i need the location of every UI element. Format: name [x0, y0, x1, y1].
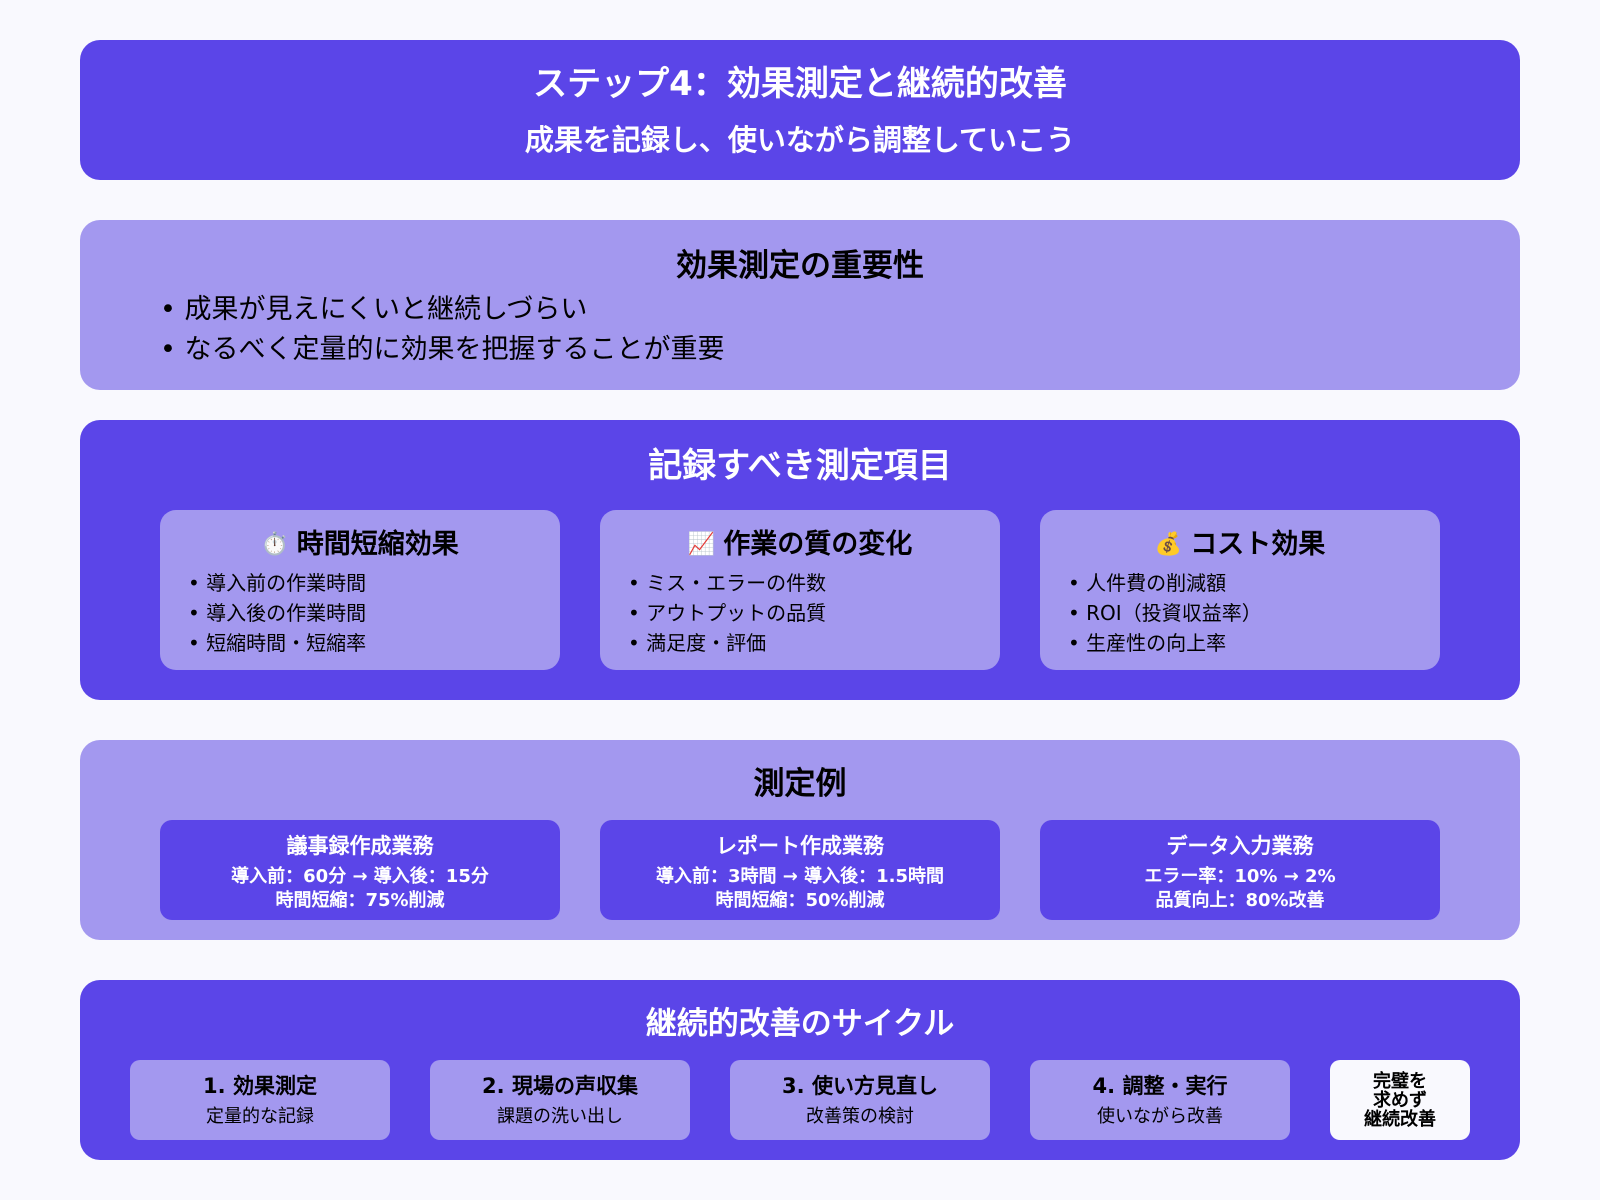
cycle-step-4: 4. 調整・実行 使いながら改善 — [1030, 1060, 1290, 1140]
example-card-minutes: 議事録作成業務 導入前：60分 → 導入後：15分 時間短縮：75%削減 — [160, 820, 560, 920]
example-before-after: 導入前：60分 → 導入後：15分 — [231, 866, 489, 887]
list-item: • 人件費の削減額 — [1068, 571, 1227, 595]
example-title: 議事録作成業務 — [286, 834, 434, 858]
list-item: • 満足度・評価 — [628, 631, 767, 655]
page-title: ステップ4：効果測定と継続的改善 — [533, 64, 1067, 104]
continuous-improvement-badge: 完璧を 求めず 継続改善 — [1330, 1060, 1470, 1140]
list-item: • 短縮時間・短縮率 — [188, 631, 367, 655]
example-title: データ入力業務 — [1166, 834, 1314, 858]
example-result: 時間短縮：50%削減 — [715, 890, 885, 911]
examples-heading: 測定例 — [753, 766, 847, 802]
metrics-heading: 記録すべき測定項目 — [648, 446, 952, 486]
cycle-step-title: 1. 効果測定 — [203, 1074, 317, 1098]
list-item: • アウトプットの品質 — [628, 601, 827, 625]
cycle-step-subtitle: 課題の洗い出し — [497, 1106, 623, 1127]
metric-card-quality: 📈作業の質の変化 • ミス・エラーの件数 • アウトプットの品質 • 満足度・評… — [600, 510, 1000, 670]
examples-section: 測定例 議事録作成業務 導入前：60分 → 導入後：15分 時間短縮：75%削減… — [80, 740, 1520, 940]
example-card-data-entry: データ入力業務 エラー率：10% → 2% 品質向上：80%改善 — [1040, 820, 1440, 920]
cycle-heading: 継続的改善のサイクル — [645, 1006, 955, 1042]
metrics-section: 記録すべき測定項目 ⏱️時間短縮効果 • 導入前の作業時間 • 導入後の作業時間… — [80, 420, 1520, 700]
cycle-step-2: 2. 現場の声収集 課題の洗い出し — [430, 1060, 690, 1140]
stopwatch-icon: ⏱️ — [261, 532, 289, 557]
list-item: • ミス・エラーの件数 — [628, 571, 827, 595]
example-result: 時間短縮：75%削減 — [275, 890, 445, 911]
example-title: レポート作成業務 — [716, 834, 884, 858]
page-subtitle: 成果を記録し、使いながら調整していこう — [524, 123, 1076, 157]
example-before-after: 導入前：3時間 → 導入後：1.5時間 — [655, 866, 945, 887]
importance-list: • 成果が見えにくいと継続しづらい • なるべく定量的に効果を把握することが重要 — [160, 290, 725, 370]
metric-card-cost: 💰コスト効果 • 人件費の削減額 • ROI（投資収益率） • 生産性の向上率 — [1040, 510, 1440, 670]
chart-increasing-icon: 📈 — [687, 532, 716, 557]
metric-card-list: • 人件費の削減額 • ROI（投資収益率） • 生産性の向上率 — [1068, 568, 1262, 658]
cycle-step-1: 1. 効果測定 定量的な記録 — [130, 1060, 390, 1140]
metric-card-title: 💰コスト効果 — [1154, 529, 1326, 560]
cycle-step-subtitle: 改善策の検討 — [806, 1106, 914, 1127]
metric-card-time: ⏱️時間短縮効果 • 導入前の作業時間 • 導入後の作業時間 • 短縮時間・短縮… — [160, 510, 560, 670]
example-before-after: エラー率：10% → 2% — [1144, 866, 1336, 887]
list-item: • 導入後の作業時間 — [188, 601, 367, 625]
importance-section: 効果測定の重要性 • 成果が見えにくいと継続しづらい • なるべく定量的に効果を… — [80, 220, 1520, 390]
cycle-step-subtitle: 定量的な記録 — [206, 1106, 314, 1127]
cycle-step-3: 3. 使い方見直し 改善策の検討 — [730, 1060, 990, 1140]
cycle-section: 継続的改善のサイクル 1. 効果測定 定量的な記録 2. 現場の声収集 課題の洗… — [80, 980, 1520, 1160]
cycle-step-subtitle: 使いながら改善 — [1097, 1106, 1223, 1127]
metric-card-list: • ミス・エラーの件数 • アウトプットの品質 • 満足度・評価 — [628, 568, 826, 658]
header-banner: ステップ4：効果測定と継続的改善 成果を記録し、使いながら調整していこう — [80, 40, 1520, 180]
example-card-report: レポート作成業務 導入前：3時間 → 導入後：1.5時間 時間短縮：50%削減 — [600, 820, 1000, 920]
cycle-step-title: 4. 調整・実行 — [1092, 1074, 1228, 1098]
list-item: • ROI（投資収益率） — [1068, 601, 1262, 625]
money-bag-icon: 💰 — [1154, 532, 1183, 557]
metric-card-title: ⏱️時間短縮効果 — [261, 529, 459, 560]
list-item: • 生産性の向上率 — [1068, 631, 1227, 655]
example-result: 品質向上：80%改善 — [1155, 890, 1325, 911]
list-item: • 導入前の作業時間 — [188, 571, 367, 595]
cycle-step-title: 3. 使い方見直し — [782, 1074, 938, 1098]
importance-bullet: • 成果が見えにくいと継続しづらい — [160, 294, 588, 325]
cycle-step-title: 2. 現場の声収集 — [482, 1074, 638, 1098]
metric-card-list: • 導入前の作業時間 • 導入後の作業時間 • 短縮時間・短縮率 — [188, 568, 366, 658]
importance-heading: 効果測定の重要性 — [676, 248, 924, 284]
metric-card-title: 📈作業の質の変化 — [687, 529, 913, 560]
importance-bullet: • なるべく定量的に効果を把握することが重要 — [160, 334, 725, 365]
